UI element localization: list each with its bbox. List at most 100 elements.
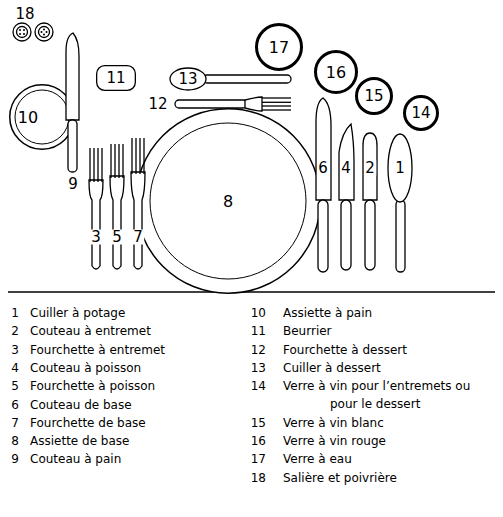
pepper-shaker-ring bbox=[39, 27, 50, 38]
callout-number: 10 bbox=[0, 84, 61, 150]
fork-poisson bbox=[110, 144, 124, 269]
fork-tine bbox=[110, 144, 111, 178]
butter-dish: 11 bbox=[96, 65, 136, 91]
fork-body bbox=[110, 176, 124, 269]
dessert-fork-head bbox=[245, 97, 262, 111]
key-text: Verre à vin blanc bbox=[283, 415, 384, 431]
dessert-spoon-bowl bbox=[170, 68, 206, 90]
fork-body bbox=[89, 180, 103, 269]
fork-tine bbox=[93, 148, 94, 182]
shaker-hole bbox=[23, 29, 25, 31]
key-number: 9 bbox=[11, 451, 19, 467]
separator-line bbox=[8, 291, 495, 293]
bread-knife-blade bbox=[66, 33, 79, 120]
key-number: 11 bbox=[251, 323, 266, 339]
fork-entremet bbox=[89, 148, 103, 269]
key-text: Salière et poivrière bbox=[283, 470, 397, 486]
butter-dish-rim bbox=[97, 66, 136, 91]
key-number: 18 bbox=[251, 470, 266, 486]
key-number: 17 bbox=[251, 451, 266, 467]
key-number: 1 bbox=[11, 305, 19, 321]
callout-number: 12 bbox=[148, 96, 167, 112]
white-wine-glass: 15 bbox=[355, 77, 393, 115]
key-number: 7 bbox=[11, 415, 19, 431]
dessert-spoon-handle bbox=[203, 75, 291, 83]
callout-number: 15 bbox=[355, 77, 393, 115]
fork-tine bbox=[114, 144, 115, 178]
callout-number: 1 bbox=[394, 161, 406, 176]
key-text: Couteau à poisson bbox=[30, 360, 141, 376]
key-text: Verre à vin rouge bbox=[283, 433, 386, 449]
fork-body bbox=[131, 172, 145, 269]
key-text: Cuiller à dessert bbox=[283, 360, 381, 376]
fork-tine bbox=[262, 105, 291, 106]
fork-tine bbox=[139, 138, 140, 174]
key-number: 13 bbox=[251, 360, 266, 376]
bread-plate: 10 bbox=[9, 84, 75, 150]
key-number: 5 bbox=[11, 378, 19, 394]
callout-number: 6 bbox=[317, 161, 329, 176]
key-number: 16 bbox=[251, 433, 266, 449]
key-text: Fourchette à entremet bbox=[30, 342, 165, 358]
callout-number: 8 bbox=[135, 108, 321, 294]
callout-number: 11 bbox=[96, 65, 136, 91]
fork-tine bbox=[262, 97, 291, 98]
shaker-hole bbox=[19, 33, 21, 35]
red-wine-glass: 16 bbox=[314, 50, 358, 94]
entremet-knife-handle bbox=[365, 200, 375, 270]
dessert-fork-handle bbox=[175, 100, 247, 108]
salt-shaker-ring bbox=[17, 27, 28, 38]
fork-base bbox=[131, 138, 145, 269]
fork-tine bbox=[262, 102, 291, 103]
key-number: 6 bbox=[11, 397, 19, 413]
key-text: Cuiller à potage bbox=[30, 305, 125, 321]
key-number: 4 bbox=[11, 360, 19, 376]
pepper-shaker bbox=[35, 23, 53, 41]
dessert-wine-glass: 14 bbox=[403, 95, 439, 131]
fork-tine bbox=[143, 138, 144, 174]
callout-number: 17 bbox=[255, 23, 303, 71]
callout-number: 3 bbox=[90, 230, 102, 245]
key-text: Couteau à pain bbox=[30, 451, 121, 467]
dinner-knife-blade bbox=[316, 98, 331, 200]
key-text: Fourchette à poisson bbox=[30, 378, 155, 394]
fork-tine bbox=[89, 148, 90, 182]
key-text: Verre à vin pour l’entremets ou pour le … bbox=[283, 377, 473, 414]
key-number: 15 bbox=[251, 415, 266, 431]
key-text: Beurrier bbox=[283, 323, 332, 339]
fork-tine bbox=[101, 148, 102, 182]
callout-number: 5 bbox=[111, 230, 123, 245]
fork-tine bbox=[97, 148, 98, 182]
key-number: 2 bbox=[11, 323, 19, 339]
callout-number: 16 bbox=[314, 50, 358, 94]
key-number: 12 bbox=[251, 342, 266, 358]
salt-shaker bbox=[13, 23, 31, 41]
key-text: Couteau à entremet bbox=[30, 323, 151, 339]
key-text: Fourchette à dessert bbox=[283, 342, 407, 358]
callout-number: 9 bbox=[67, 177, 79, 192]
callout-number: 4 bbox=[340, 161, 352, 176]
callout-number: 2 bbox=[364, 161, 376, 176]
key-text: Assiette à pain bbox=[283, 305, 372, 321]
key-number: 14 bbox=[251, 378, 266, 394]
fork-tine bbox=[118, 144, 119, 178]
dinner-plate: 8 bbox=[135, 108, 321, 294]
callout-number: 7 bbox=[132, 230, 144, 245]
shaker-hole bbox=[23, 33, 25, 35]
bread-knife-handle bbox=[68, 120, 77, 172]
fork-tine bbox=[135, 138, 136, 174]
shaker-hole bbox=[41, 31, 43, 33]
shaker-hole bbox=[46, 31, 48, 33]
shaker-hole bbox=[43, 29, 45, 31]
dinner-knife-handle bbox=[318, 200, 328, 272]
dinner-plate-rim bbox=[136, 109, 321, 294]
key-text: Verre à eau bbox=[283, 451, 352, 467]
fork-tine bbox=[262, 109, 291, 110]
shaker-hole bbox=[19, 29, 21, 31]
callout-number: 18 bbox=[15, 6, 34, 22]
callout-number: 14 bbox=[403, 95, 439, 131]
key-text: Fourchette de base bbox=[30, 415, 146, 431]
key-number: 3 bbox=[11, 342, 19, 358]
water-glass: 17 bbox=[255, 23, 303, 71]
